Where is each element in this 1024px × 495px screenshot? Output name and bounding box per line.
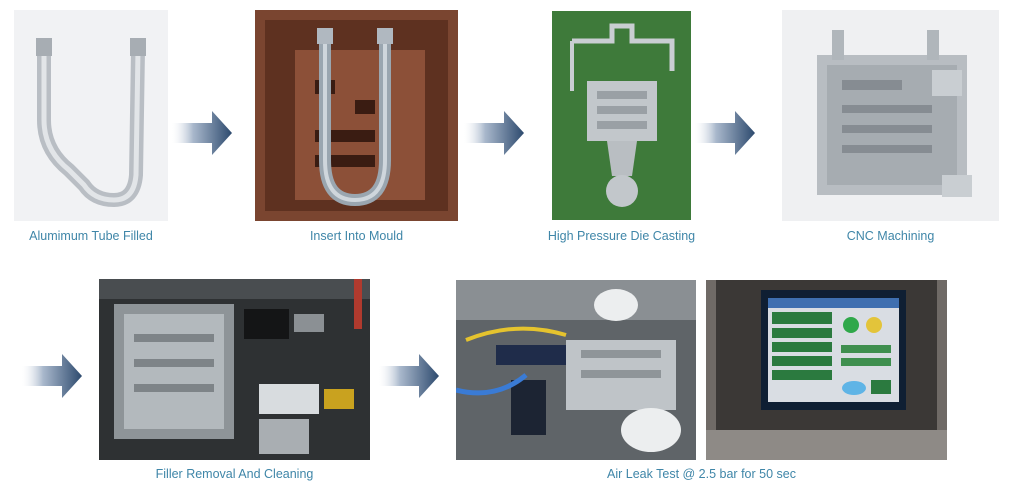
process-flow-arrow-icon [695, 111, 755, 155]
step-label: Insert Into Mould [309, 229, 404, 243]
process-flow-arrow-icon [22, 354, 82, 398]
leak-test-photo [456, 280, 696, 460]
process-flow-arrow-icon [172, 111, 232, 155]
step-label: Alumimum Tube Filled [29, 229, 153, 243]
tube-in-mould-photo [255, 10, 458, 221]
die-cast-part-photo [552, 11, 691, 220]
cleaning-fixture-photo [99, 279, 370, 460]
step-label: High Pressure Die Casting [547, 229, 696, 243]
process-flow-arrow-icon [463, 111, 525, 155]
step-label: Filler Removal And Cleaning [155, 467, 314, 481]
process-flow-arrow-icon [378, 354, 440, 398]
step-label: CNC Machining [846, 229, 935, 243]
aluminium-u-tube-photo [14, 10, 168, 221]
leak-tester-screen-photo [706, 280, 947, 460]
machined-part-photo [782, 10, 999, 221]
step-label: Air Leak Test @ 2.5 bar for 50 sec [607, 467, 796, 481]
